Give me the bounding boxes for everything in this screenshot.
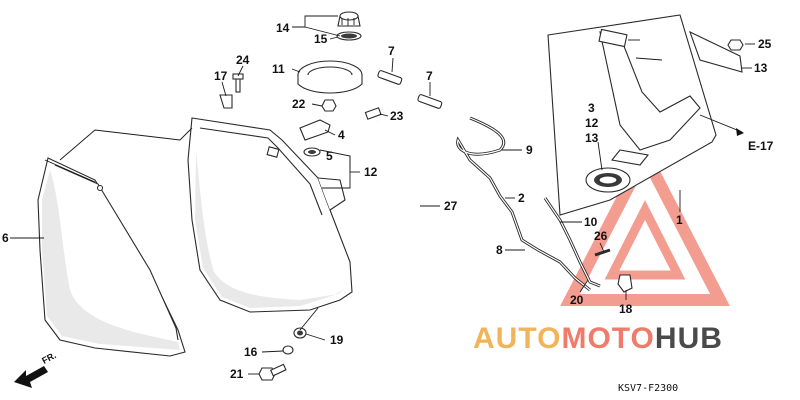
callout-7b: 7 (426, 69, 433, 83)
filler-cap-assembly (297, 11, 363, 94)
callout-15: 15 (314, 32, 328, 46)
callout-25: 25 (758, 37, 772, 51)
callout-11: 11 (272, 62, 285, 76)
svg-text:AUTOMOTOHUB: AUTOMOTOHUB (473, 322, 723, 355)
callout-24: 24 (236, 53, 250, 67)
watermark-triangle-outer (560, 141, 730, 306)
callout-22: 22 (292, 97, 306, 111)
callout-6: 6 (2, 231, 9, 245)
callout-21: 21 (230, 367, 244, 381)
watermark-text: AUTOMOTOHUB (473, 322, 723, 355)
callout-19: 19 (330, 333, 344, 347)
callout-10: 10 (584, 215, 598, 229)
watermark-moto: MOTO (561, 322, 654, 355)
callout-5: 5 (326, 149, 333, 163)
fuel-tank-part (187, 117, 353, 313)
callout-12b: 12 (585, 116, 599, 130)
callout-9: 9 (526, 143, 533, 157)
callout-14: 14 (276, 21, 290, 35)
watermark-auto: AUTO (473, 322, 561, 355)
callout-3: 3 (588, 101, 595, 115)
callout-13b: 13 (754, 61, 768, 75)
diagram-code: KSV7-F2300 (618, 383, 678, 394)
callout-26: 26 (594, 229, 608, 243)
callout-23: 23 (390, 109, 404, 123)
callout-1: 1 (676, 213, 683, 227)
front-direction-arrow: FR. (14, 350, 58, 388)
watermark-triangle-inner (604, 200, 686, 280)
callout-7a: 7 (388, 44, 395, 58)
fuel-pump-assembly (547, 14, 744, 216)
callout-16: 16 (244, 345, 258, 359)
leader-lines (10, 15, 755, 375)
fuel-hoses (456, 116, 611, 292)
callout-18: 18 (619, 302, 633, 316)
breather-tube (377, 121, 419, 262)
callout-13a: 13 (585, 131, 599, 145)
callout-8: 8 (496, 243, 503, 257)
callout-17: 17 (214, 69, 228, 83)
callout-labels: 6 17 24 14 15 11 22 4 5 12 23 7 7 27 9 2… (2, 21, 772, 381)
callout-4: 4 (338, 128, 345, 142)
direction-label: FR. (40, 350, 57, 366)
small-fasteners (219, 39, 744, 381)
side-cover-part (37, 157, 186, 357)
callout-12: 12 (364, 165, 378, 179)
callout-20: 20 (570, 293, 584, 307)
callout-27: 27 (444, 199, 458, 213)
reference-e17: E-17 (748, 139, 774, 153)
watermark-logo (560, 141, 730, 306)
callout-2: 2 (518, 191, 525, 205)
watermark-hub: HUB (655, 322, 723, 355)
